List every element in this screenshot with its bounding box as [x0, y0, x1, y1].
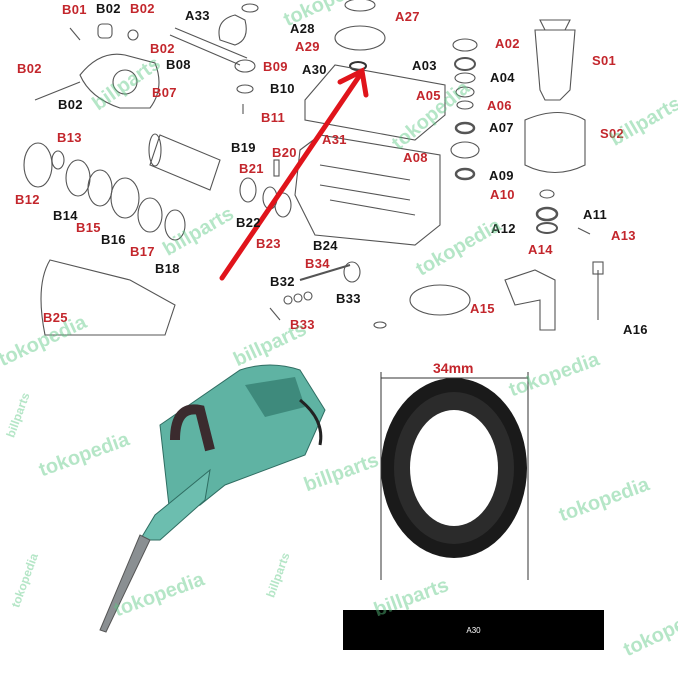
- part-label: B22: [236, 215, 261, 230]
- part-label: A06: [487, 98, 512, 113]
- part-label: A02: [495, 36, 520, 51]
- part-label: A09: [489, 168, 514, 183]
- part-label: B15: [76, 220, 101, 235]
- part-label: B33: [290, 317, 315, 332]
- part-caption: A30: [466, 625, 481, 635]
- stator-s02: [524, 112, 586, 173]
- part-label: A15: [470, 301, 495, 316]
- part-label: B18: [155, 261, 180, 276]
- part-label: B20: [272, 145, 297, 160]
- part-label: B14: [53, 208, 78, 223]
- seal-a30: [349, 61, 367, 71]
- handle-a14: [504, 269, 556, 331]
- part-label: S02: [600, 126, 625, 141]
- part-label: B08: [166, 57, 191, 72]
- cylinder-b07: [79, 53, 160, 109]
- oil-seal-photo: [381, 378, 527, 558]
- part-label: A27: [395, 9, 420, 24]
- part-label: A29: [295, 39, 320, 54]
- part-label: B17: [130, 244, 155, 259]
- part-label: B01: [62, 2, 87, 17]
- part-caption-bar: A30: [343, 610, 604, 650]
- part-label: B11: [261, 110, 286, 125]
- part-label: A28: [290, 21, 315, 36]
- part-label: B23: [256, 236, 281, 251]
- part-label: A12: [491, 221, 516, 236]
- part-label: B32: [270, 274, 295, 289]
- cover-a15: [409, 284, 471, 316]
- part-label: B02: [150, 41, 175, 56]
- part-label: B02: [96, 1, 121, 16]
- part-label: A11: [583, 207, 608, 222]
- part-label: A08: [403, 150, 428, 165]
- cylinder-b19: [149, 134, 221, 191]
- part-label: B13: [57, 130, 82, 145]
- sleeve-b02: [97, 23, 113, 39]
- washer-b02: [127, 29, 139, 41]
- part-label: A31: [322, 132, 347, 147]
- part-label: B02: [130, 1, 155, 16]
- part-label: B02: [58, 97, 83, 112]
- part-label: A05: [416, 88, 441, 103]
- connecting-rod-b08: [169, 34, 241, 66]
- part-label: S01: [592, 53, 617, 68]
- dimension-line: [380, 372, 529, 580]
- part-label: A14: [528, 242, 553, 257]
- part-label-a30: A30: [302, 62, 327, 77]
- cover-a31: [304, 64, 446, 141]
- part-label: B02: [17, 61, 42, 76]
- part-label: B24: [313, 238, 338, 253]
- part-label: A13: [611, 228, 636, 243]
- part-label: B12: [15, 192, 40, 207]
- part-label: B25: [43, 310, 68, 325]
- crank-a29: [218, 14, 247, 46]
- part-label: A33: [185, 8, 210, 23]
- part-label: B07: [152, 85, 177, 100]
- part-label: B33: [336, 291, 361, 306]
- jackhammer-photo: [99, 364, 326, 633]
- screw-b01: [69, 27, 81, 41]
- part-label: A04: [490, 70, 515, 85]
- part-label: A10: [490, 187, 515, 202]
- part-label: B09: [263, 59, 288, 74]
- gear-a28: [334, 25, 386, 51]
- dimension-label: 34mm: [433, 360, 474, 376]
- part-label: B16: [101, 232, 126, 247]
- tool-holder-b25: [40, 259, 176, 336]
- part-label: B10: [270, 81, 295, 96]
- ring-b12: [23, 142, 53, 188]
- highlight-arrow: [219, 67, 369, 281]
- pin-b09: [234, 59, 256, 73]
- housing-b24: [294, 134, 441, 246]
- part-label: B34: [305, 256, 330, 271]
- part-label: B21: [239, 161, 264, 176]
- part-label: A07: [489, 120, 514, 135]
- armature-s01: [534, 29, 576, 101]
- part-label: B19: [231, 140, 256, 155]
- part-label: A03: [412, 58, 437, 73]
- part-label: A16: [623, 322, 648, 337]
